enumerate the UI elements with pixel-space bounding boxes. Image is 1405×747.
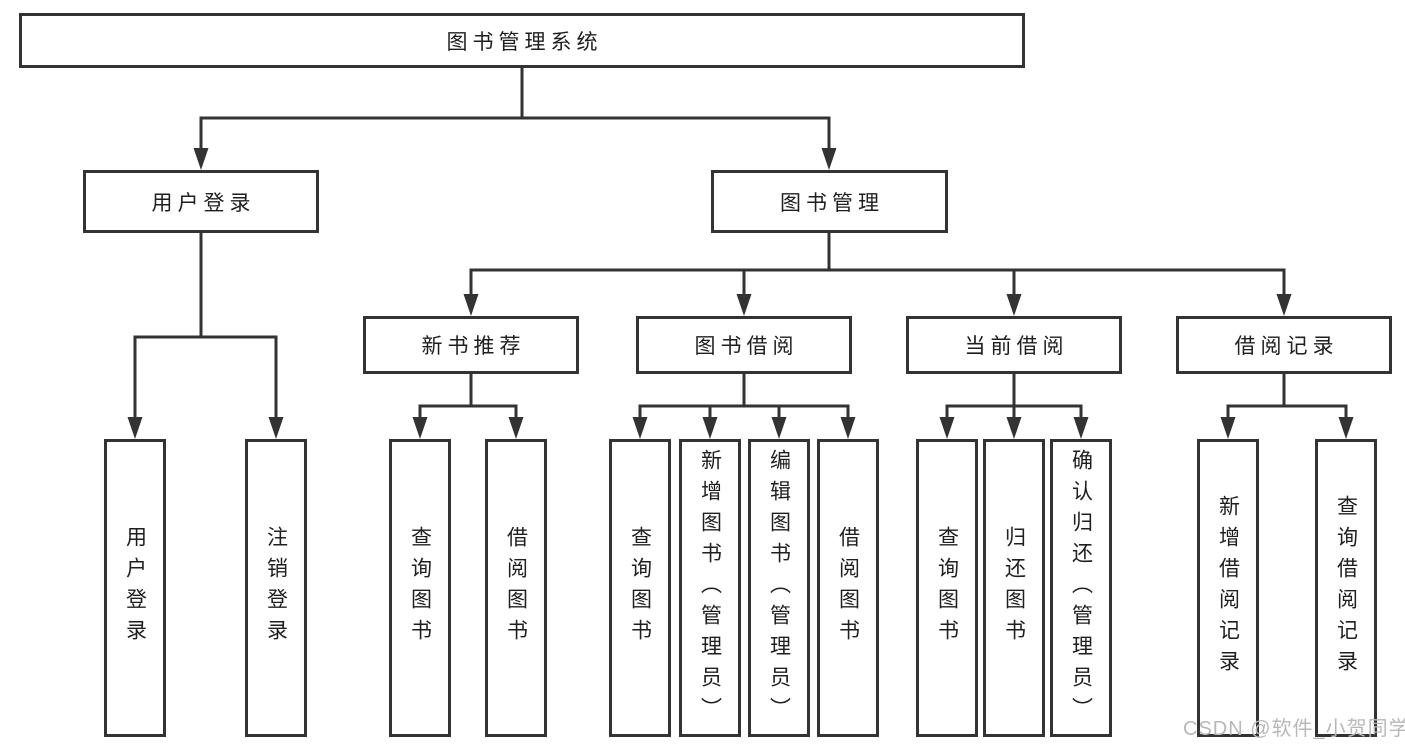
leaf-borrow-book-recommend-label: 借阅图书 <box>504 526 528 650</box>
leaf-confirm-return-admin-label: 确认归还（管理员） <box>1069 448 1093 728</box>
node-new-book-recommend: 新书推荐 <box>363 316 579 374</box>
leaf-query-borrow-record-label: 查询借阅记录 <box>1334 495 1358 681</box>
node-book-borrow: 图书借阅 <box>636 316 852 374</box>
leaf-return-book-label: 归还图书 <box>1002 526 1026 650</box>
leaf-add-book-admin: 新增图书（管理员） <box>679 439 741 737</box>
node-current-borrow: 当前借阅 <box>906 316 1122 374</box>
leaf-confirm-return-admin: 确认归还（管理员） <box>1050 439 1112 737</box>
leaf-query-book-current: 查询图书 <box>916 439 978 737</box>
leaf-borrow-book-label: 借阅图书 <box>836 526 860 650</box>
root-node-label: 图书管理系统 <box>446 30 603 54</box>
leaf-edit-book-admin-label: 编辑图书（管理员） <box>767 448 791 728</box>
leaf-borrow-book-recommend: 借阅图书 <box>485 439 547 737</box>
leaf-query-book-current-label: 查询图书 <box>935 526 959 650</box>
leaf-add-book-admin-label: 新增图书（管理员） <box>698 448 722 728</box>
node-book-borrow-label: 图书借阅 <box>694 335 799 358</box>
node-borrow-records: 借阅记录 <box>1176 316 1392 374</box>
leaf-user-login-label: 用户登录 <box>123 526 147 650</box>
leaf-user-login: 用户登录 <box>104 439 166 737</box>
node-book-management-label: 图书管理 <box>780 191 884 215</box>
leaf-logout-login: 注销登录 <box>245 439 307 737</box>
leaf-edit-book-admin: 编辑图书（管理员） <box>748 439 810 737</box>
node-user-login: 用户登录 <box>83 170 319 233</box>
leaf-query-book-borrow-label: 查询图书 <box>628 526 652 650</box>
node-new-book-recommend-label: 新书推荐 <box>421 335 526 358</box>
leaf-query-book-recommend-label: 查询图书 <box>408 526 432 650</box>
root-node-library-system: 图书管理系统 <box>19 13 1025 68</box>
leaf-query-book-borrow: 查询图书 <box>609 439 671 737</box>
leaf-logout-login-label: 注销登录 <box>264 526 288 650</box>
leaf-query-book-recommend: 查询图书 <box>389 439 451 737</box>
leaf-add-borrow-record-label: 新增借阅记录 <box>1216 495 1240 681</box>
watermark: CSDN @软件_小贺同学 <box>1183 718 1405 740</box>
leaf-return-book: 归还图书 <box>983 439 1045 737</box>
leaf-borrow-book: 借阅图书 <box>817 439 879 737</box>
leaf-add-borrow-record: 新增借阅记录 <box>1197 439 1259 737</box>
node-current-borrow-label: 当前借阅 <box>964 335 1069 358</box>
node-borrow-records-label: 借阅记录 <box>1234 335 1339 358</box>
node-book-management: 图书管理 <box>711 170 948 233</box>
node-user-login-label: 用户登录 <box>151 191 256 215</box>
leaf-query-borrow-record: 查询借阅记录 <box>1315 439 1377 737</box>
